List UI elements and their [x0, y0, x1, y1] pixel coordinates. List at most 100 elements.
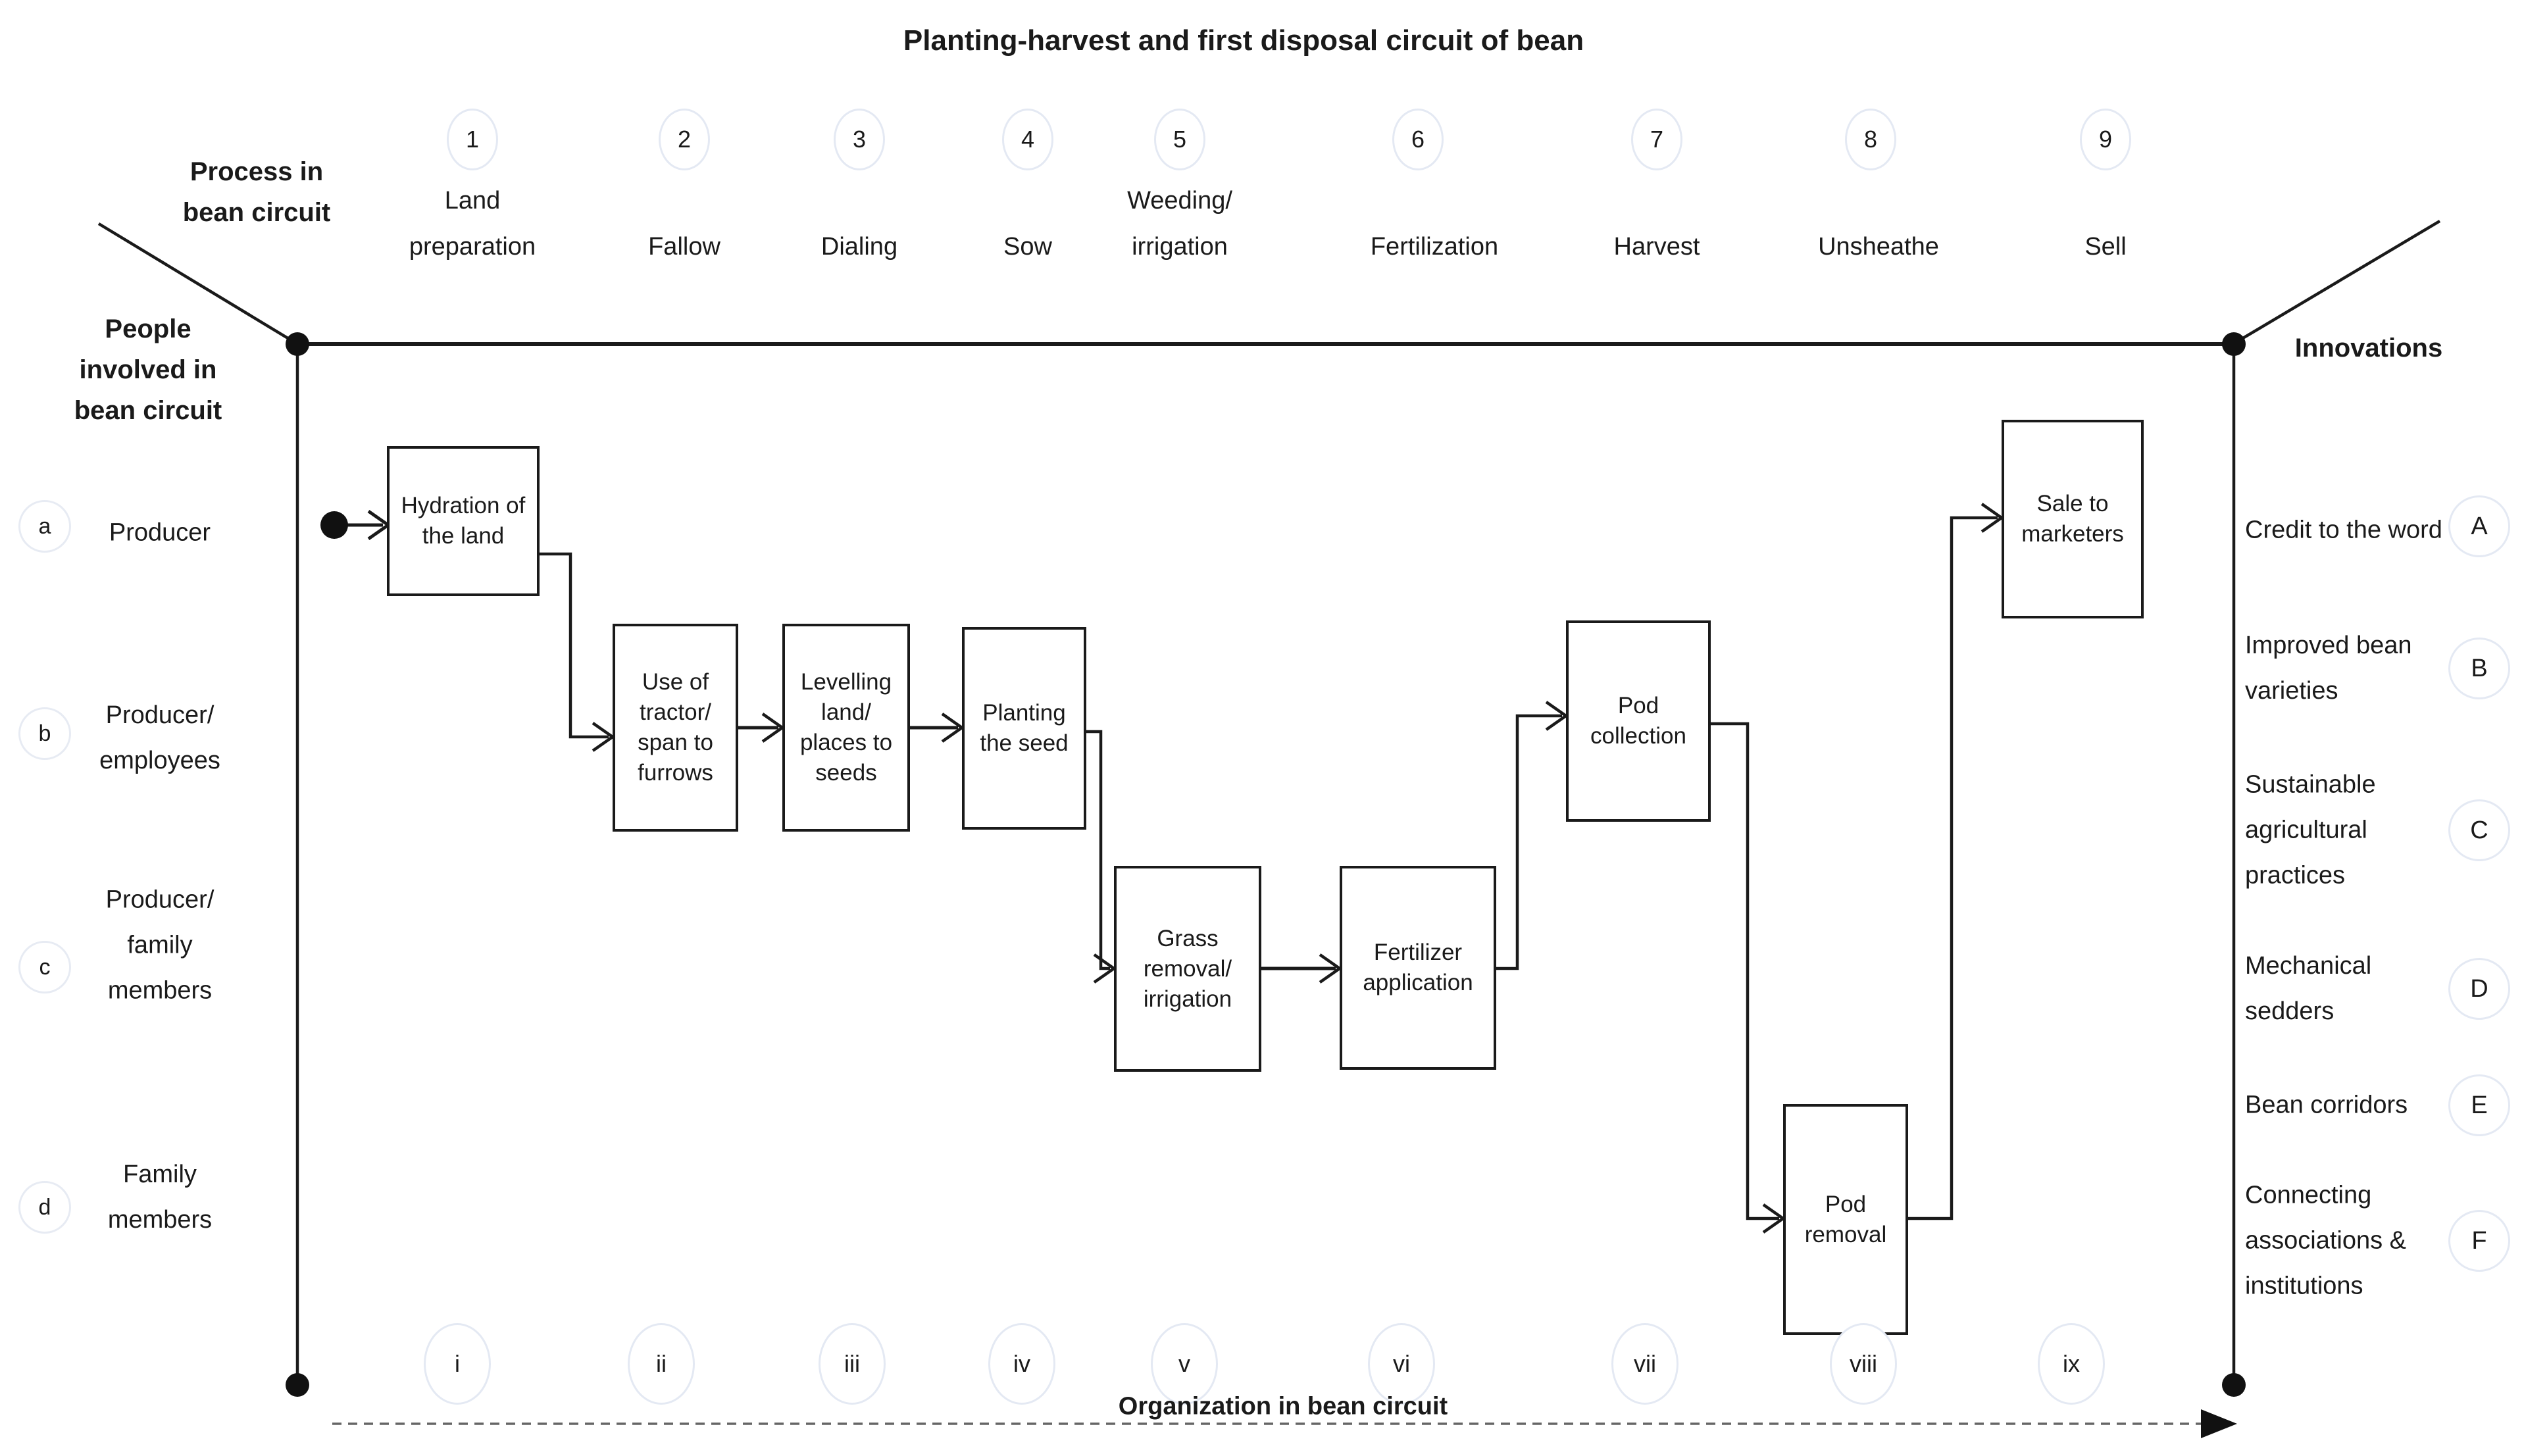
innovation-label-D: Mechanical sedders — [2245, 952, 2372, 1025]
roman-numeral: i — [455, 1350, 460, 1377]
roman-numeral: vii — [1634, 1350, 1656, 1377]
innovation-label-A: Credit to the word — [2245, 516, 2442, 544]
process-step-label-3: Dialing — [820, 233, 898, 261]
people-letter: d — [38, 1194, 51, 1220]
people-circle-c: c — [18, 941, 71, 993]
process-step-circle-1: 1 — [447, 109, 498, 170]
innovation-circle-C: C — [2448, 799, 2510, 861]
process-step-label-6: Fertilization — [1370, 233, 1499, 261]
organization-arrow-head — [2201, 1409, 2237, 1438]
process-step-number: 5 — [1173, 126, 1187, 153]
organization-circle-iii: iii — [819, 1323, 886, 1405]
organization-circle-iv: iv — [988, 1323, 1055, 1405]
page-title: Planting-harvest and first disposal circ… — [903, 24, 1584, 57]
people-label-b: Producer/ employees — [99, 701, 220, 774]
process-step-circle-5: 5 — [1154, 109, 1205, 170]
process-step-number: 8 — [1863, 126, 1878, 153]
flow-box-planting: Planting the seed — [962, 627, 1086, 830]
process-step-label-5: Weeding/ irrigation — [1127, 187, 1232, 261]
people-label-a: Producer — [109, 518, 211, 547]
innovation-letter: C — [2470, 816, 2488, 844]
process-step-number: 4 — [1021, 126, 1035, 153]
diagonal-top-right — [2234, 220, 2441, 344]
people-letter: c — [39, 954, 51, 980]
process-step-number: 7 — [1650, 126, 1664, 153]
flow-box-fertilizer: Fertilizer application — [1340, 866, 1496, 1070]
flow-box-grass: Grass removal/ irrigation — [1114, 866, 1261, 1072]
people-circle-b: b — [18, 707, 71, 760]
people-label-c: Producer/ family members — [105, 886, 215, 1005]
corner-dot-top-left — [286, 332, 309, 356]
flow-box-levelling: Levelling land/ places to seeds — [782, 624, 910, 832]
flow-box-tractor: Use of tractor/ span to furrows — [613, 624, 738, 832]
organization-circle-ix: ix — [2038, 1323, 2105, 1405]
roman-numeral: viii — [1850, 1350, 1877, 1377]
corner-dot-top-right — [2222, 332, 2246, 356]
people-label-d: Family members — [107, 1161, 213, 1234]
process-step-number: 6 — [1411, 126, 1425, 153]
organization-circle-vii: vii — [1611, 1323, 1678, 1405]
process-axis-header: Process in bean circuit — [182, 157, 331, 227]
process-step-label-7: Harvest — [1613, 233, 1700, 261]
process-step-number: 9 — [2098, 126, 2113, 153]
diagonal-top-left — [97, 222, 297, 344]
flow-box-hydration: Hydration of the land — [387, 446, 540, 596]
process-step-label-1: Land preparation — [409, 187, 536, 261]
innovation-letter: D — [2470, 974, 2488, 1003]
process-step-circle-4: 4 — [1002, 109, 1053, 170]
innovation-letter: A — [2471, 512, 2488, 540]
process-step-label-4: Sow — [1003, 233, 1052, 261]
connector-podcollection-podremoval — [1711, 722, 1779, 1220]
roman-numeral: ii — [656, 1350, 667, 1377]
flow-box-pod-collection: Pod collection — [1566, 620, 1711, 822]
innovation-letter: E — [2471, 1091, 2488, 1119]
people-letter: a — [38, 513, 51, 539]
innovations-axis-header: Innovations — [2294, 334, 2443, 363]
people-circle-d: d — [18, 1181, 71, 1234]
innovation-label-C: Sustainable agricultural practices — [2245, 770, 2376, 890]
people-circle-a: a — [18, 500, 71, 553]
process-step-circle-6: 6 — [1392, 109, 1444, 170]
process-step-circle-3: 3 — [834, 109, 885, 170]
process-step-circle-7: 7 — [1631, 109, 1682, 170]
roman-numeral: iv — [1013, 1350, 1030, 1377]
process-step-label-9: Sell — [2084, 233, 2127, 261]
process-step-label-8: Unsheathe — [1818, 233, 1939, 261]
roman-numeral: vi — [1393, 1350, 1410, 1377]
organization-circle-viii: viii — [1830, 1323, 1897, 1405]
organization-axis-label: Organization in bean circuit — [1118, 1392, 1448, 1420]
innovation-circle-E: E — [2448, 1074, 2510, 1136]
corner-dot-bottom-right — [2222, 1373, 2246, 1397]
innovation-letter: F — [2471, 1226, 2487, 1255]
innovation-label-E: Bean corridors — [2245, 1091, 2408, 1119]
roman-numeral: v — [1178, 1350, 1190, 1377]
process-step-label-2: Fallow — [648, 233, 720, 261]
connector-podremoval-sale — [1908, 516, 1998, 1220]
innovation-label-F: Connecting associations & institutions — [2245, 1181, 2407, 1300]
connector-fertilizer-podcollection — [1496, 714, 1562, 970]
connector-hydration-tractor — [540, 552, 609, 739]
organization-circle-i: i — [424, 1323, 491, 1405]
people-letter: b — [38, 720, 51, 746]
process-step-number: 2 — [677, 126, 692, 153]
process-step-circle-2: 2 — [659, 109, 710, 170]
innovation-circle-A: A — [2448, 495, 2510, 557]
corner-dot-bottom-left — [286, 1373, 309, 1397]
innovation-label-B: Improved bean varieties — [2245, 632, 2412, 705]
roman-numeral: ix — [2063, 1350, 2080, 1377]
innovation-letter: B — [2471, 654, 2488, 682]
start-dot — [320, 511, 348, 539]
innovation-circle-D: D — [2448, 958, 2510, 1020]
process-step-circle-9: 9 — [2080, 109, 2131, 170]
process-step-number: 1 — [465, 126, 480, 153]
process-step-number: 3 — [852, 126, 867, 153]
roman-numeral: iii — [844, 1350, 860, 1377]
organization-circle-ii: ii — [628, 1323, 695, 1405]
process-step-circle-8: 8 — [1845, 109, 1896, 170]
connector-planting-grass — [1086, 730, 1110, 970]
organization-circle-vi: vi — [1368, 1323, 1435, 1405]
organization-circle-v: v — [1151, 1323, 1218, 1405]
flow-box-sale: Sale to marketers — [2002, 420, 2144, 618]
